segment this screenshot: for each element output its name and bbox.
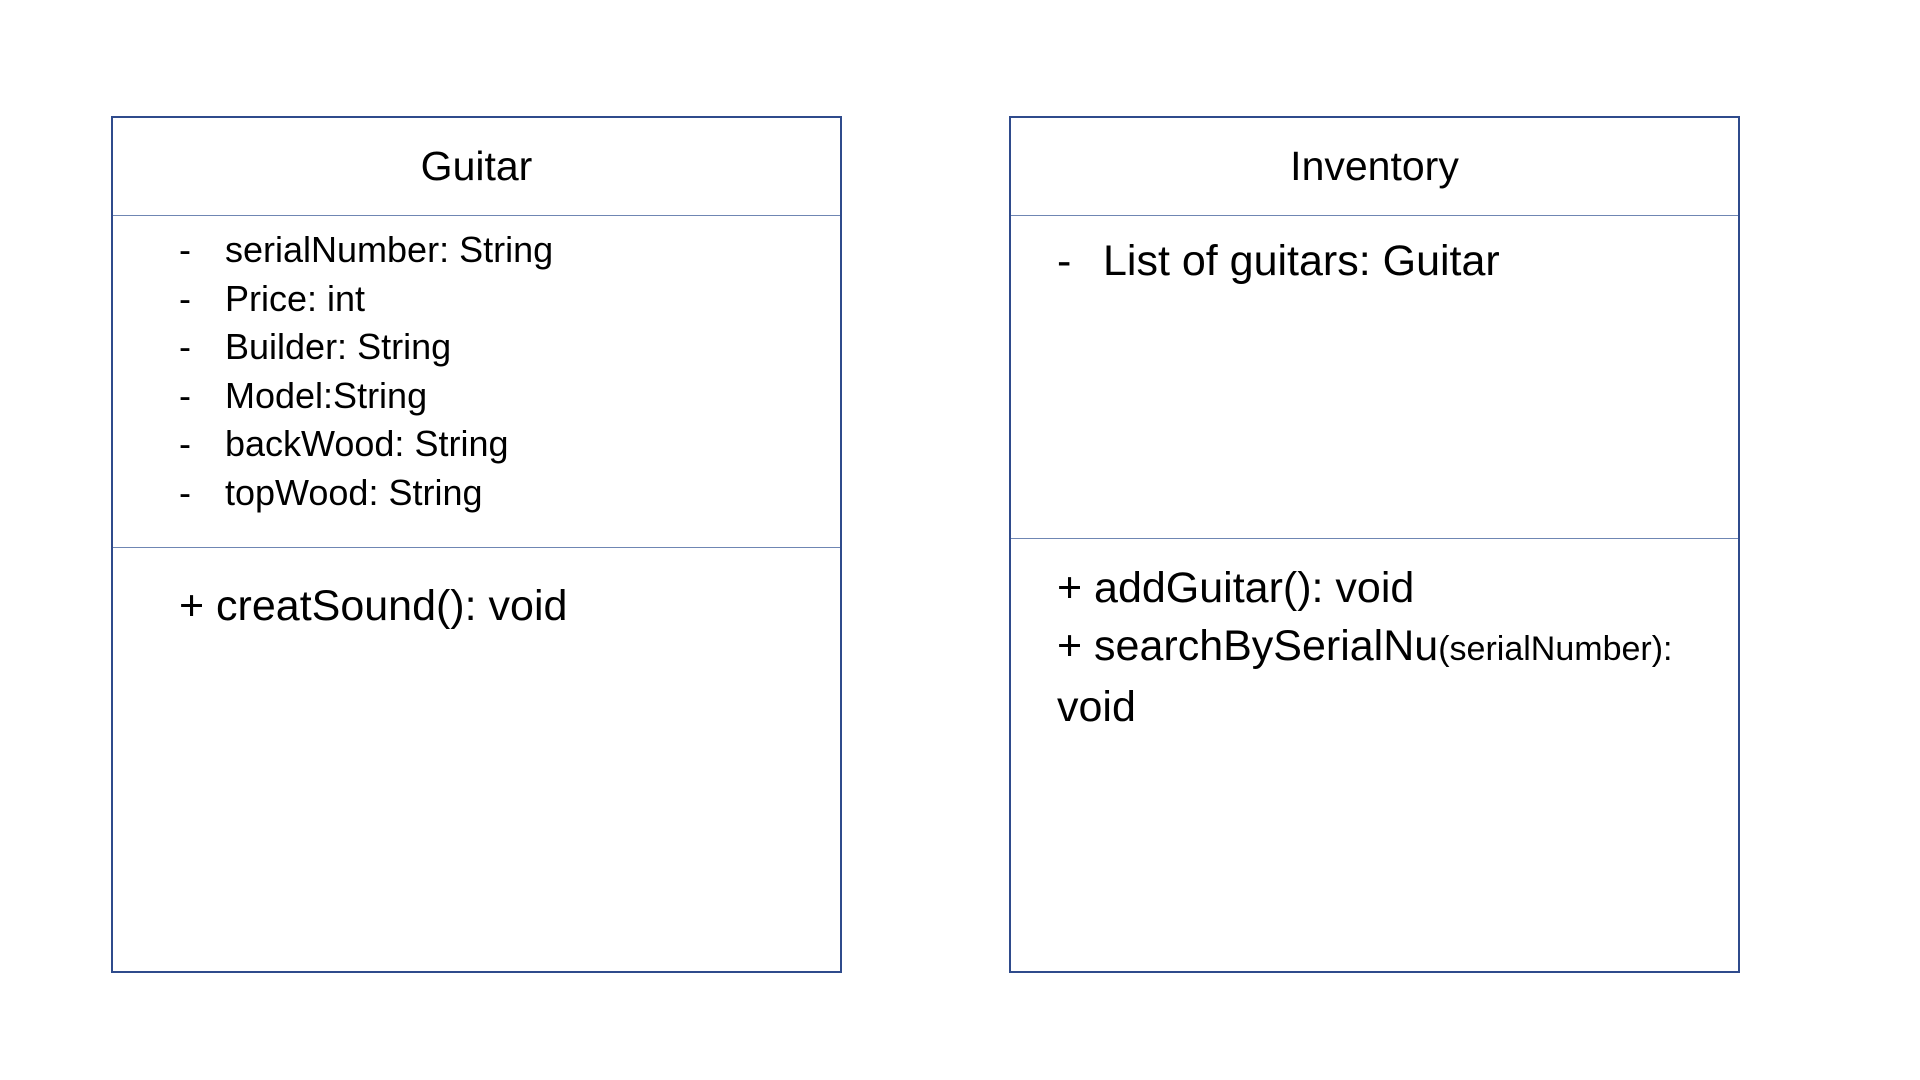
attribute-text: Price: int bbox=[225, 277, 366, 319]
method-name: + searchBySerialNu bbox=[1057, 622, 1439, 670]
attribute-text: backWood: String bbox=[225, 423, 509, 464]
attribute-item: - Price: int bbox=[113, 275, 840, 324]
class-name: Guitar bbox=[420, 143, 533, 189]
attributes-compartment: - List of guitars: Guitar bbox=[1011, 216, 1738, 539]
class-name-compartment: Inventory bbox=[1011, 118, 1738, 216]
attribute-item: - Builder: String bbox=[113, 323, 840, 372]
method-list: + addGuitar(): void + searchBySerialNu(s… bbox=[1057, 559, 1718, 736]
uml-class-inventory: Inventory - List of guitars: Guitar + ad… bbox=[1009, 116, 1740, 973]
attribute-list: - List of guitars: Guitar bbox=[1011, 216, 1738, 290]
methods-compartment: + creatSound(): void bbox=[113, 548, 840, 971]
visibility-marker: - bbox=[179, 423, 191, 464]
attribute-text: Model:String bbox=[225, 374, 428, 416]
attribute-item: - serialNumber: String bbox=[113, 226, 840, 275]
class-name: Inventory bbox=[1290, 143, 1459, 189]
method-params: (serialNumber): bbox=[1438, 630, 1673, 668]
method-item: + creatSound(): void bbox=[179, 582, 568, 630]
uml-class-guitar: Guitar - serialNumber: String - Price: i… bbox=[111, 116, 842, 973]
attribute-list: - serialNumber: String - Price: int - Bu… bbox=[113, 216, 840, 517]
attribute-item: - Model:String bbox=[113, 372, 840, 421]
visibility-marker: - bbox=[179, 326, 191, 367]
method-item: + searchBySerialNu(serialNumber): bbox=[1057, 617, 1718, 678]
attribute-text: serialNumber: String bbox=[225, 229, 554, 270]
attribute-text: List of guitars: Guitar bbox=[1103, 237, 1500, 285]
attribute-text: topWood: String bbox=[225, 471, 483, 513]
visibility-marker: - bbox=[179, 374, 191, 416]
visibility-marker: - bbox=[179, 471, 191, 513]
method-item: + addGuitar(): void bbox=[1057, 564, 1415, 612]
class-name-compartment: Guitar bbox=[113, 118, 840, 216]
attribute-item: - topWood: String bbox=[113, 469, 840, 518]
visibility-marker: - bbox=[1057, 237, 1072, 285]
attribute-text: Builder: String bbox=[225, 326, 452, 367]
attributes-compartment: - serialNumber: String - Price: int - Bu… bbox=[113, 216, 840, 548]
attribute-item: - backWood: String bbox=[113, 420, 840, 469]
attribute-item: - List of guitars: Guitar bbox=[1011, 232, 1738, 290]
method-return-type: void bbox=[1057, 683, 1136, 731]
visibility-marker: - bbox=[179, 229, 191, 270]
methods-compartment: + addGuitar(): void + searchBySerialNu(s… bbox=[1011, 539, 1738, 971]
visibility-marker: - bbox=[179, 277, 191, 319]
